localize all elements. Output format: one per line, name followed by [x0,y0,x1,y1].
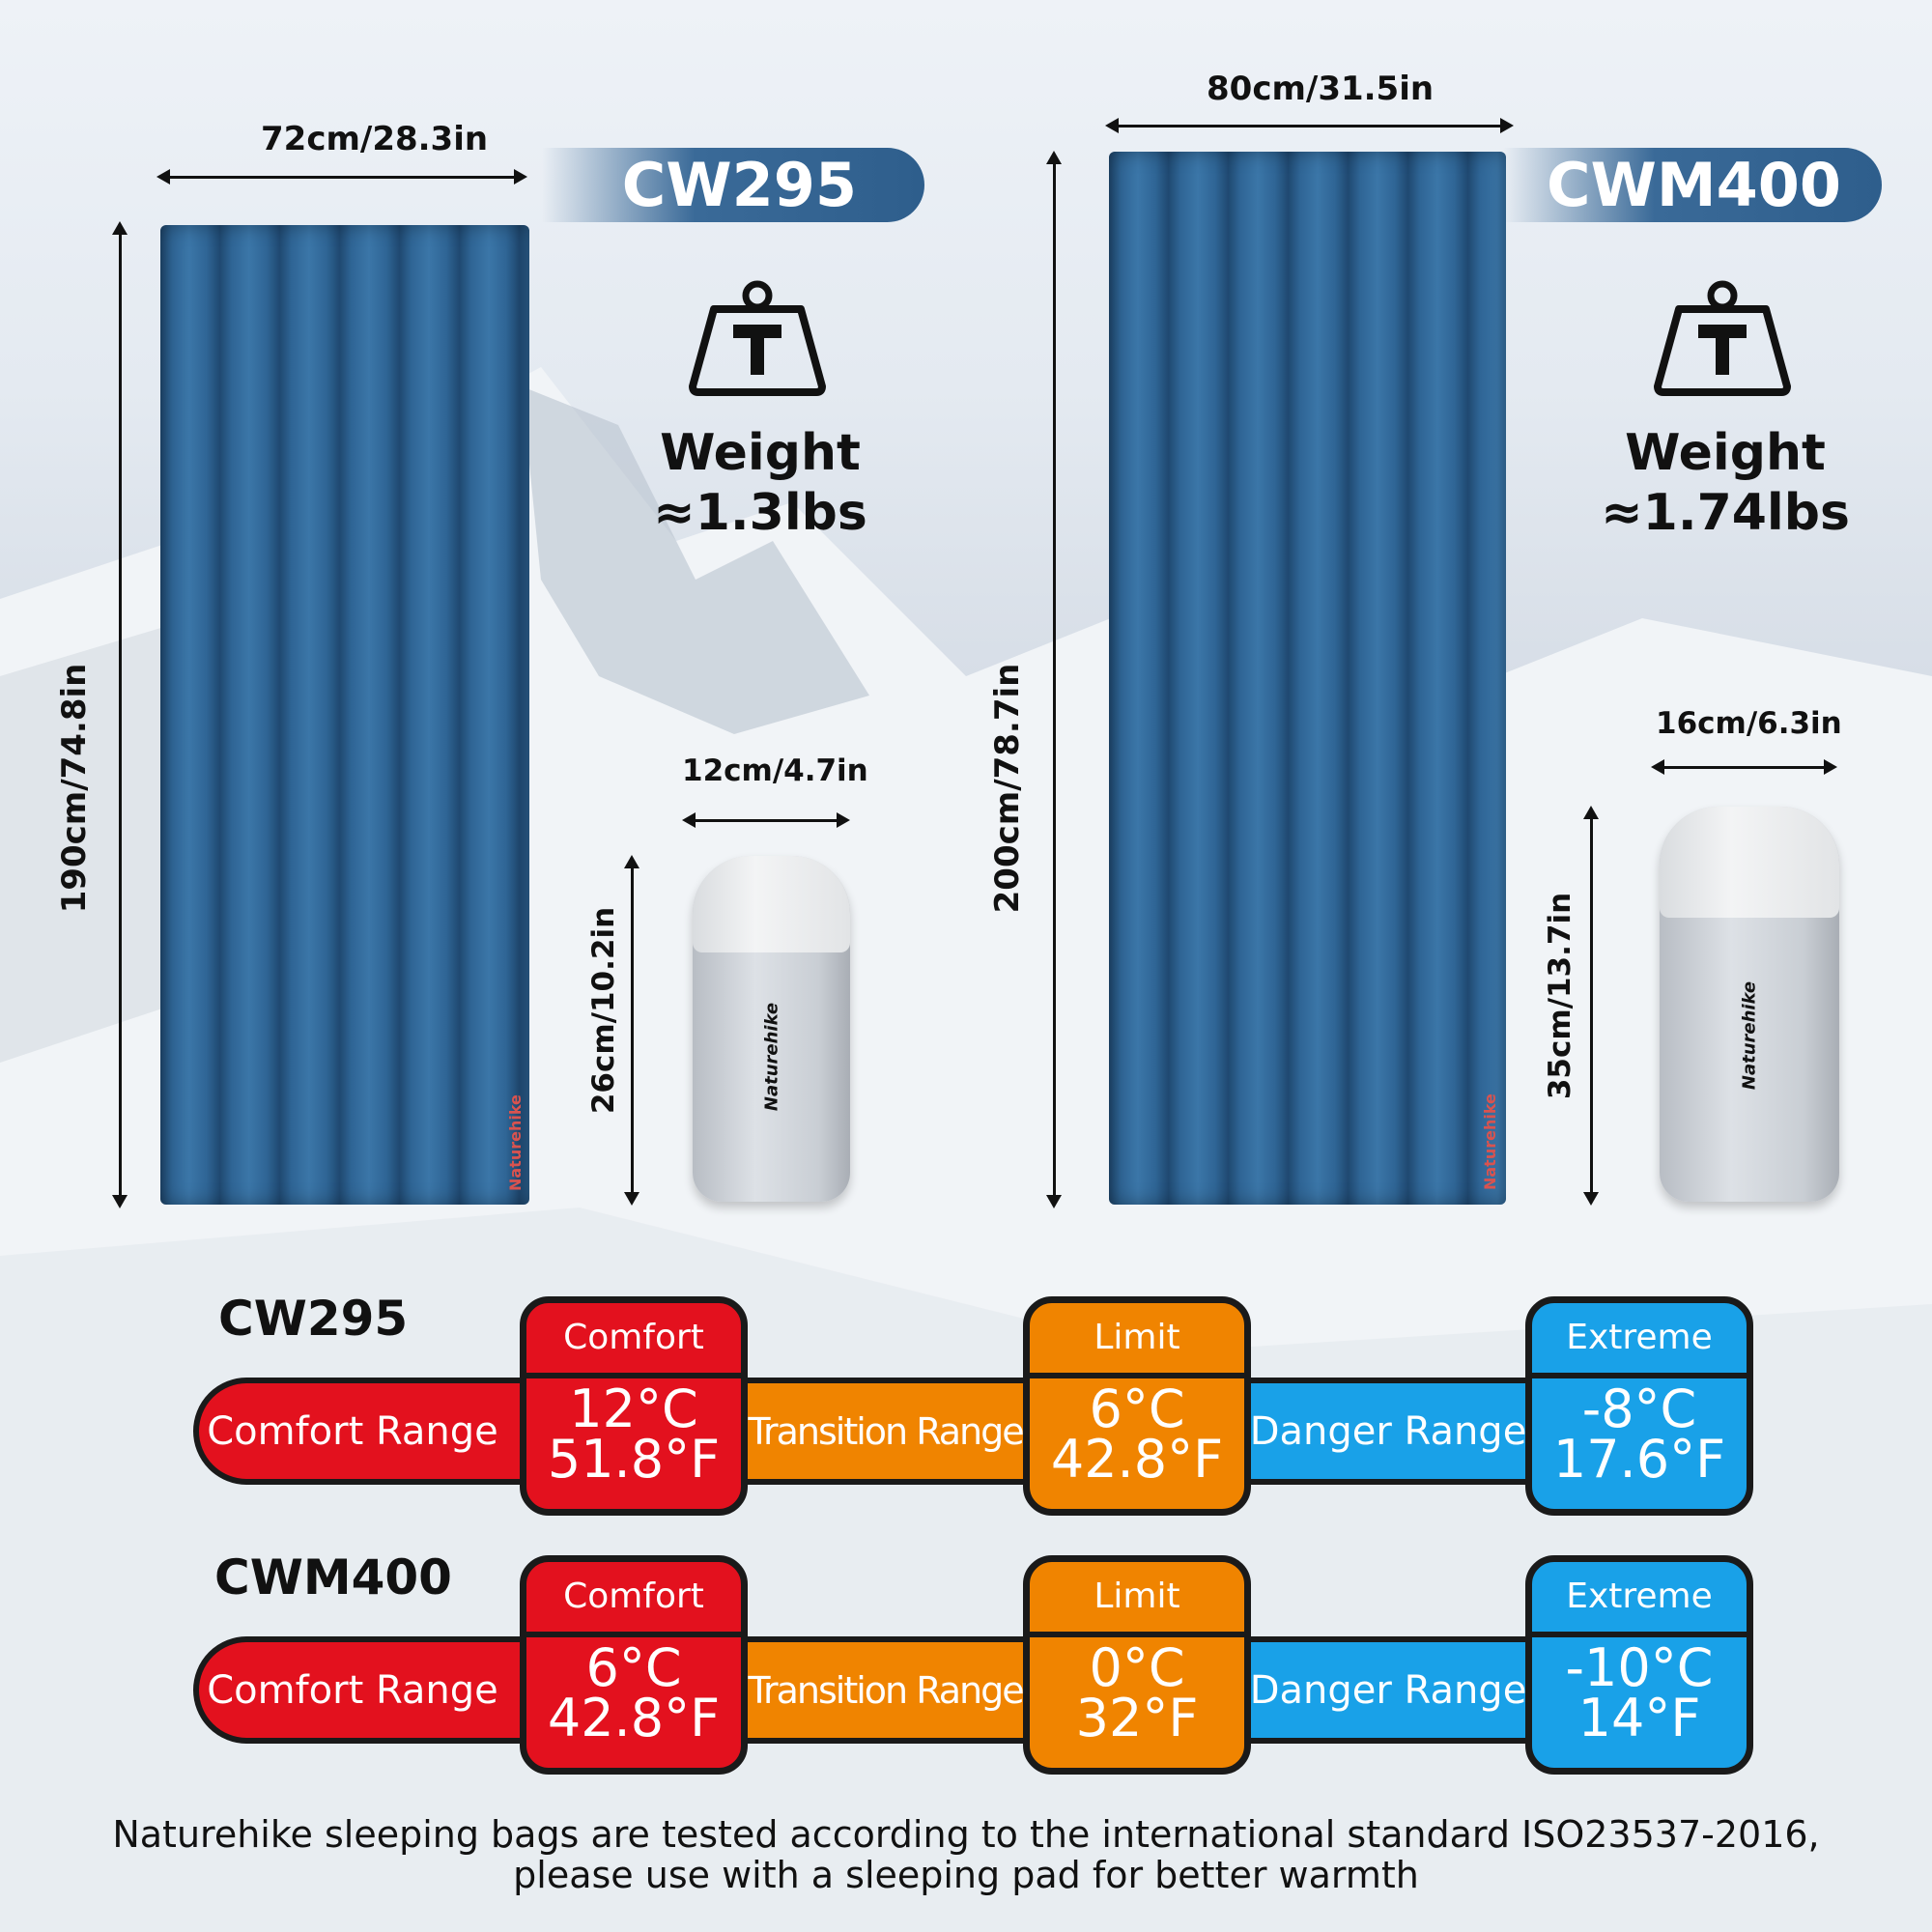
extreme-fahrenheit: 17.6°F [1552,1429,1726,1490]
cw295-pack-height-arrow [624,855,639,1206]
row-model-label: CW295 [218,1291,409,1347]
cw295-pack-width-arrow [682,812,850,828]
comfort-temp-box: Comfort 12°C 51.8°F [520,1296,748,1516]
limit-fahrenheit: 32°F [1075,1688,1199,1748]
extreme-header: Extreme [1532,1562,1747,1637]
limit-temp-box: Limit 0°C 32°F [1023,1555,1251,1775]
cw295-width-arrow [156,169,527,185]
limit-celsius: 0°C [1089,1637,1185,1698]
cwm400-pack-width-label: 16cm/6.3in [1656,706,1842,741]
cwm400-width-label: 80cm/31.5in [1207,70,1435,108]
danger-range-band: Danger Range [1245,1636,1531,1744]
weight-label: Weight [1625,424,1826,482]
extreme-temp-box: Extreme -10°C 14°F [1525,1555,1753,1775]
cw295-sleeping-bag: Naturehike [160,225,529,1205]
bag-brand-logo: Naturehike [1481,1094,1499,1190]
footer-line-2: please use with a sleeping pad for bette… [513,1854,1419,1896]
limit-header: Limit [1030,1303,1244,1378]
cw295-pack-width-label: 12cm/4.7in [682,753,868,788]
extreme-celsius: -10°C [1565,1637,1714,1698]
cwm400-sleeping-bag: Naturehike [1109,152,1506,1205]
cwm400-width-arrow [1105,118,1514,133]
cw295-width-label: 72cm/28.3in [261,120,489,158]
cwm400-length-label: 200cm/78.7in [988,663,1027,914]
weight-icon [689,280,826,396]
comfort-celsius: 6°C [585,1637,682,1698]
comfort-header: Comfort [526,1303,741,1378]
comfort-fahrenheit: 51.8°F [547,1429,721,1490]
cw295-length-label: 190cm/74.8in [55,663,94,914]
row-model-label: CWM400 [214,1549,452,1605]
transition-range-band: Transition Range [742,1378,1029,1485]
cw295-length-arrow [112,221,128,1208]
bag-brand-logo: Naturehike [506,1094,525,1191]
cwm400-weight: Weight ≈1.74lbs [1601,423,1850,543]
comfort-range-band: Comfort Range [193,1378,531,1485]
cwm400-banner: CWM400 [1503,148,1882,222]
footer-line-1: Naturehike sleeping bags are tested acco… [112,1813,1820,1856]
cw295-banner: CW295 [542,148,924,222]
cw295-weight: Weight ≈1.3lbs [653,423,867,543]
extreme-temp-box: Extreme -8°C 17.6°F [1525,1296,1753,1516]
cwm400-length-arrow [1046,151,1062,1208]
limit-temp-box: Limit 6°C 42.8°F [1023,1296,1251,1516]
comfort-fahrenheit: 42.8°F [547,1688,721,1748]
limit-celsius: 6°C [1089,1378,1185,1439]
comfort-celsius: 12°C [569,1378,698,1439]
cwm400-pack-width-arrow [1651,759,1837,775]
limit-header: Limit [1030,1562,1244,1637]
comfort-header: Comfort [526,1562,741,1637]
footer-note: Naturehike sleeping bags are tested acco… [0,1814,1932,1895]
extreme-header: Extreme [1532,1303,1747,1378]
extreme-fahrenheit: 14°F [1577,1688,1701,1748]
weight-value: ≈1.74lbs [1601,484,1850,542]
extreme-celsius: -8°C [1581,1378,1697,1439]
cw295-pack-height-label: 26cm/10.2in [586,906,621,1115]
weight-value: ≈1.3lbs [653,484,867,542]
limit-fahrenheit: 42.8°F [1050,1429,1224,1490]
comfort-temp-box: Comfort 6°C 42.8°F [520,1555,748,1775]
comfort-range-band: Comfort Range [193,1636,531,1744]
cw295-stuff-sack: Naturehike [693,856,850,1202]
sack-brand-logo: Naturehike [1739,981,1760,1091]
cwm400-stuff-sack: Naturehike [1660,807,1839,1202]
danger-range-band: Danger Range [1245,1378,1531,1485]
cwm400-pack-height-label: 35cm/13.7in [1543,892,1577,1100]
cwm400-pack-height-arrow [1583,806,1599,1206]
weight-label: Weight [660,424,861,482]
transition-range-band: Transition Range [742,1636,1029,1744]
weight-icon [1654,280,1791,396]
sack-brand-logo: Naturehike [761,1002,781,1111]
